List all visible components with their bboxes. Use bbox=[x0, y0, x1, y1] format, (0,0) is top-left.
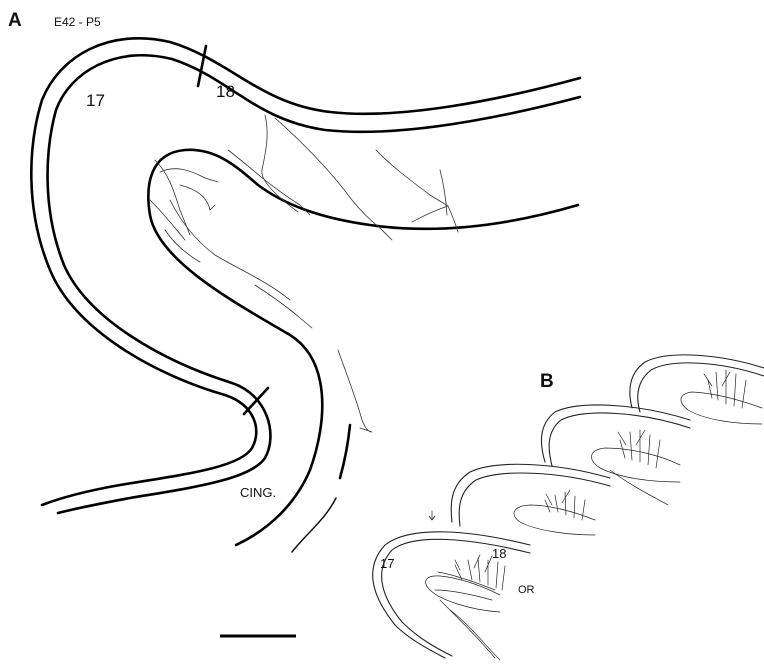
pial-surface-inner bbox=[48, 55, 580, 513]
pial-surface-outer bbox=[31, 38, 580, 505]
white-matter-boundary bbox=[148, 150, 578, 545]
experiment-code: E42 - P5 bbox=[54, 15, 101, 29]
label-area-18-a: 18 bbox=[216, 82, 235, 101]
panel-a: A E42 - P5 17 bbox=[8, 10, 580, 636]
label-cingulate: CING. bbox=[240, 485, 276, 500]
panel-b-letter: B bbox=[540, 371, 554, 392]
label-area-17-a: 17 bbox=[86, 91, 105, 110]
panel-b: B 17 18 OR bbox=[373, 355, 764, 660]
lower-boundary-thin bbox=[292, 498, 336, 552]
section-3 bbox=[541, 405, 690, 505]
lower-boundary-segment bbox=[340, 425, 350, 478]
section-2 bbox=[451, 464, 610, 535]
label-optic-radiation: OR bbox=[518, 584, 535, 596]
label-area-17-b: 17 bbox=[380, 556, 394, 571]
border-arrow-b bbox=[429, 511, 435, 520]
panel-a-letter: A bbox=[8, 10, 22, 31]
label-area-18-b: 18 bbox=[492, 546, 506, 561]
section-4 bbox=[630, 355, 764, 424]
border-17-18-tick bbox=[198, 46, 206, 86]
section-1: 17 18 OR bbox=[373, 511, 535, 660]
